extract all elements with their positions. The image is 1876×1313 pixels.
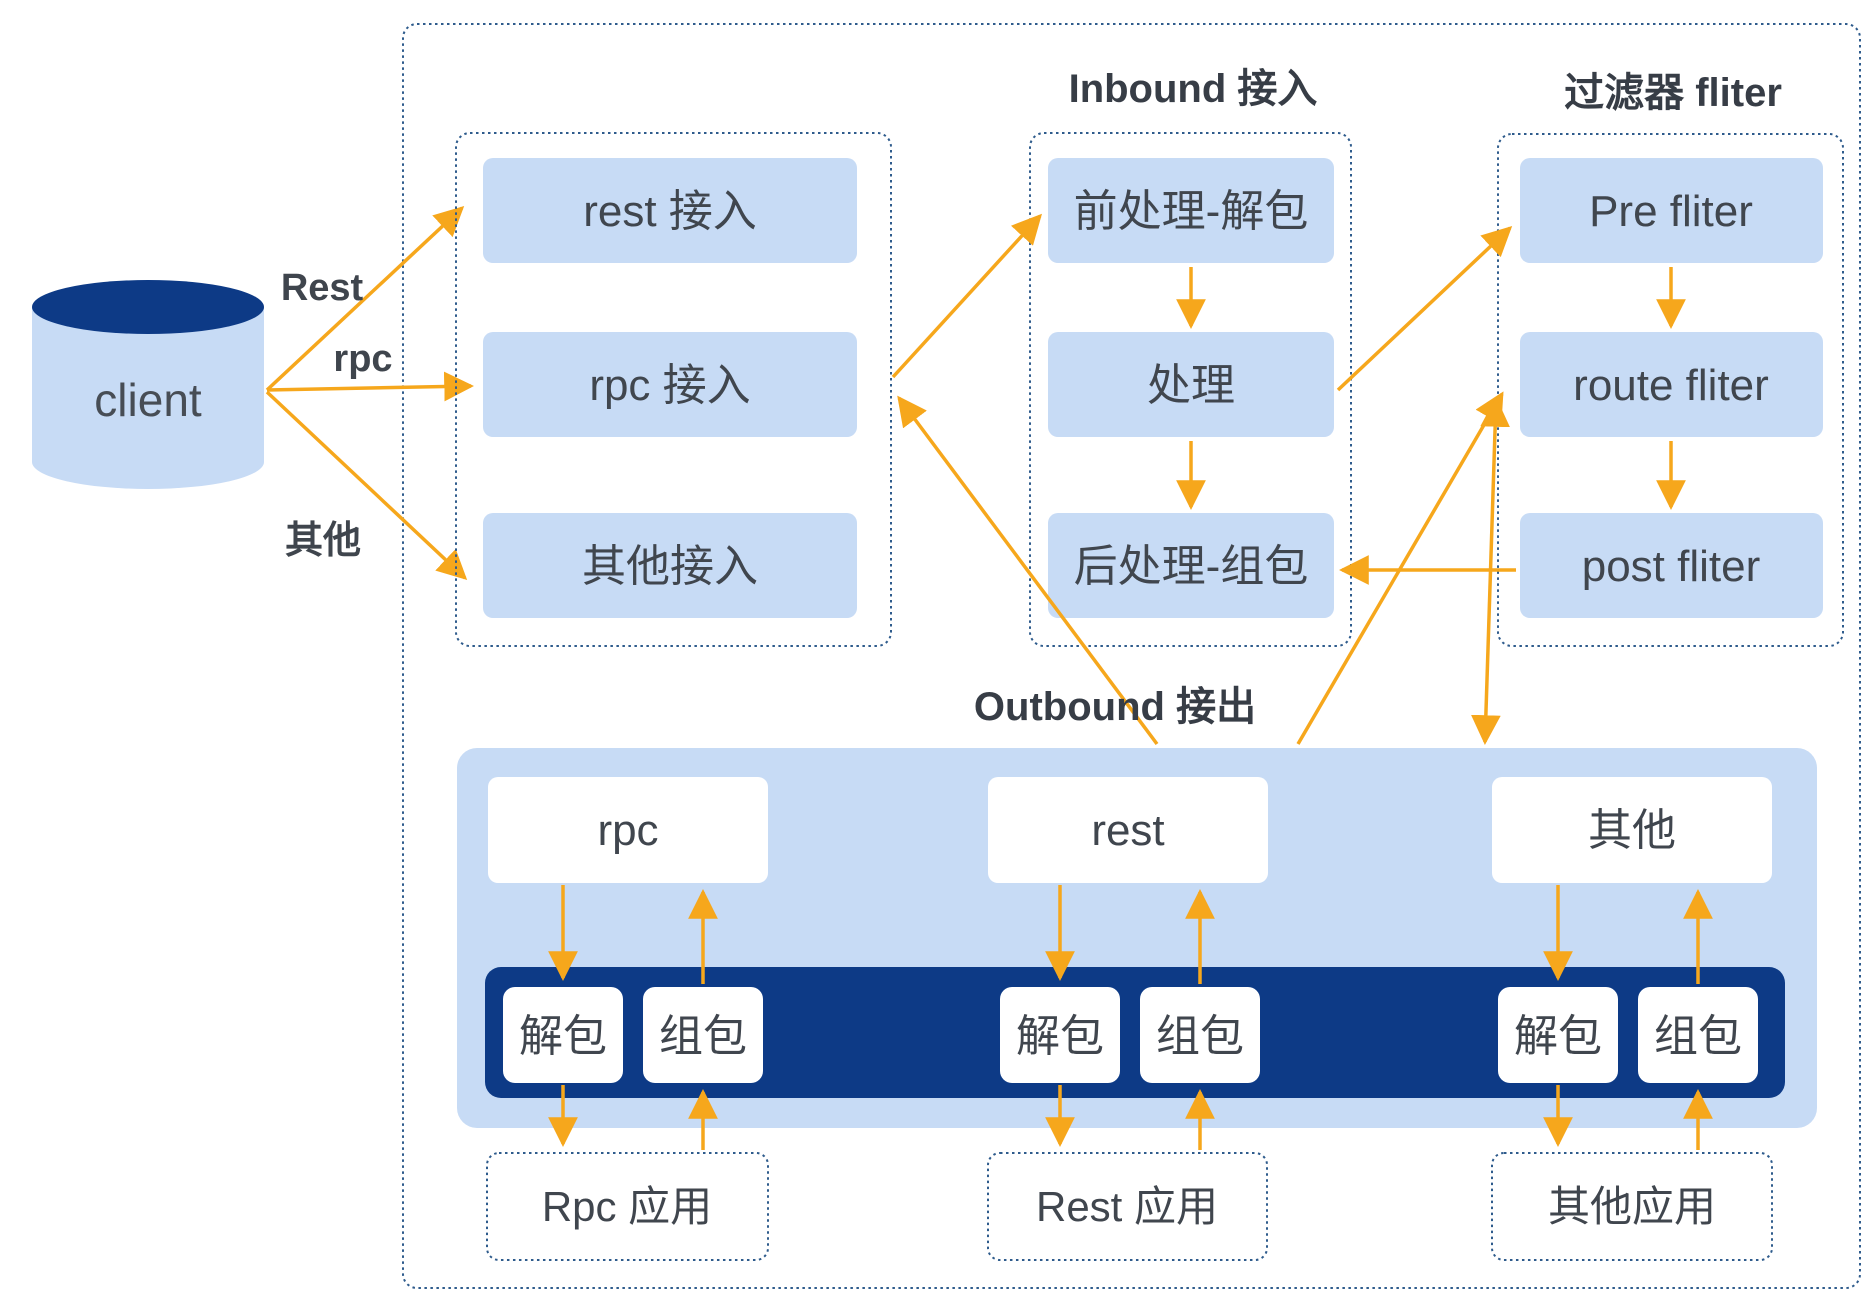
node-post-pack-label: 后处理-组包 [1074,542,1309,591]
outbound-node-rest-label: rest [1091,806,1164,855]
rpc-unpack-label: 解包 [519,1012,607,1061]
node-route-filter [1520,332,1823,437]
node-post-pack [1048,513,1334,618]
gateway-container-border [402,23,1861,1289]
outbound-node-other [1492,777,1772,883]
node-rpc-access [483,332,857,437]
other-app-label: 其他应用 [1548,1183,1716,1230]
filter-group: 过滤器 fliter Pre fliter route fliter post … [1497,71,1844,647]
rest-unpack-label: 解包 [1016,1012,1104,1061]
arrow-client-to-rest-access [265,205,465,392]
other-unpack-box [1498,987,1618,1083]
arrow-outbound-to-rpcaccess [897,395,1159,746]
edge-label-rpc: rpc [333,338,392,380]
node-rest-access [483,158,857,263]
other-unpack-label: 解包 [1514,1012,1602,1061]
rest-unpack-box [1000,987,1120,1083]
client-cylinder-top [32,280,264,334]
edge-label-rest: Rest [281,267,364,309]
client-cylinder-body [32,307,264,489]
inbound-group: Inbound 接入 前处理-解包 处理 后处理-组包 [1029,67,1352,647]
rest-pack-box [1140,987,1260,1083]
client-database: client [32,280,264,489]
arrow-process-to-prefilter [1336,225,1513,392]
node-pre-filter-label: Pre fliter [1589,187,1753,236]
node-pre-filter [1520,158,1823,263]
edge-label-other: 其他 [285,520,361,562]
filter-title: 过滤器 fliter [1564,71,1782,115]
outbound-title: Outbound 接出 [974,685,1256,729]
access-group: rest 接入 rpc 接入 其他接入 [455,132,892,647]
outbound-node-other-label: 其他 [1588,806,1676,855]
node-rest-access-label: rest 接入 [583,187,757,236]
rest-app-label: Rest 应用 [1036,1183,1218,1230]
node-other-access [483,513,857,618]
node-pre-unpack [1048,158,1334,263]
node-rpc-access-label: rpc 接入 [589,361,750,410]
node-pre-unpack-label: 前处理-解包 [1074,187,1309,236]
inbound-title: Inbound 接入 [1069,67,1318,111]
node-post-filter-label: post fliter [1582,542,1761,591]
node-other-access-label: 其他接入 [582,542,758,591]
rpc-app-box [486,1152,769,1261]
outbound-node-rpc [488,777,768,883]
outbound-core-bar [485,967,1785,1098]
rest-app-box [987,1152,1268,1261]
outbound-node-rpc-label: rpc [597,806,658,855]
rpc-unpack-box [503,987,623,1083]
outbound-node-rest [988,777,1268,883]
arrow-outbound-to-routefilter [1296,391,1504,745]
client-label: client [94,374,202,426]
node-process [1048,332,1334,437]
inbound-group-border [1029,132,1352,647]
outbound-section: Outbound 接出 rpc 解包 组包 rest 解包 组包 其他 解包 组… [457,685,1817,1261]
arrow-rpcaccess-to-preunpack [891,213,1043,379]
node-route-filter-label: route fliter [1573,361,1769,410]
rpc-pack-label: 组包 [659,1012,747,1061]
rest-pack-label: 组包 [1156,1012,1244,1061]
other-app-box [1491,1152,1773,1261]
other-pack-box [1638,987,1758,1083]
other-pack-label: 组包 [1654,1012,1742,1061]
node-process-label: 处理 [1147,361,1235,410]
filter-group-border [1497,133,1844,647]
arrow-routefilter-outbound-two-way [1470,397,1511,745]
arrow-client-to-other-access [265,390,468,581]
arrow-client-to-rpc-access [266,371,474,402]
node-post-filter [1520,513,1823,618]
rpc-pack-box [643,987,763,1083]
rpc-app-label: Rpc 应用 [542,1183,712,1230]
